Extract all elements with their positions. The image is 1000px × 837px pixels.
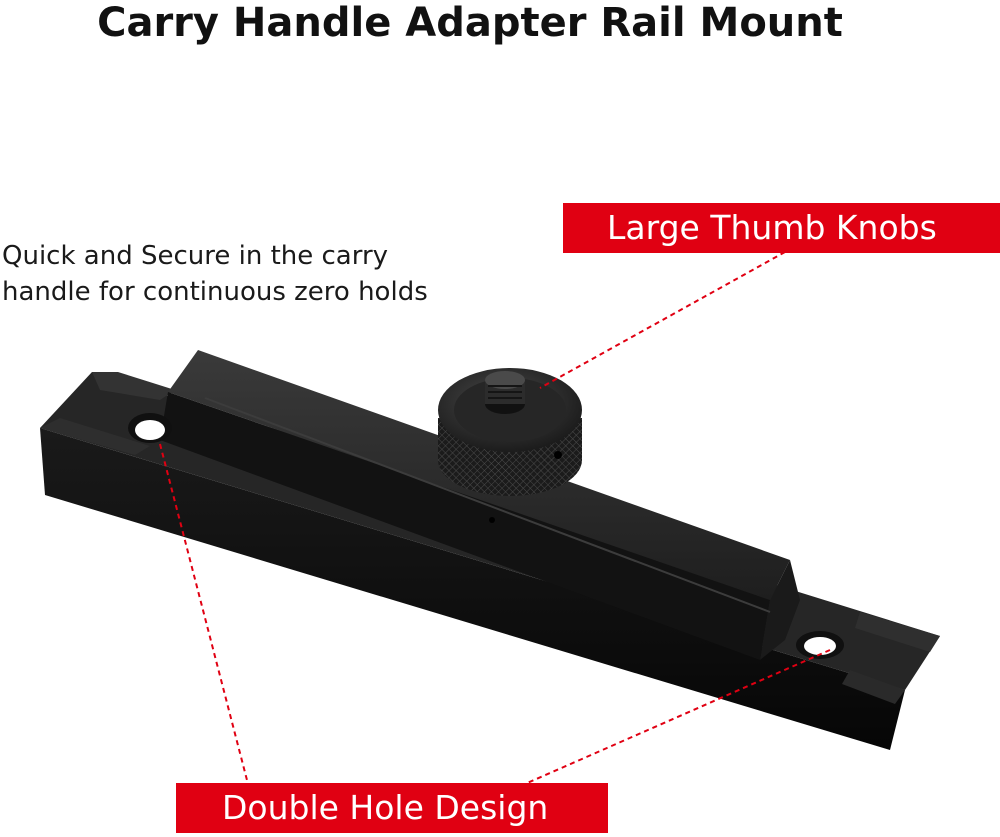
leader-line-knobs <box>539 251 786 389</box>
mounting-hole-left <box>128 413 172 443</box>
leader-line-left-hole <box>159 443 249 785</box>
feature-description: Quick and Secure in the carry handle for… <box>2 241 428 307</box>
callout-double-hole-design: Double Hole Design <box>176 783 608 833</box>
leader-lines <box>159 251 831 785</box>
thumb-knob <box>438 368 582 496</box>
leader-line-right-hole <box>524 649 831 785</box>
page-title: Carry Handle Adapter Rail Mount <box>97 0 843 46</box>
callout-large-thumb-knobs: Large Thumb Knobs <box>563 203 1000 253</box>
